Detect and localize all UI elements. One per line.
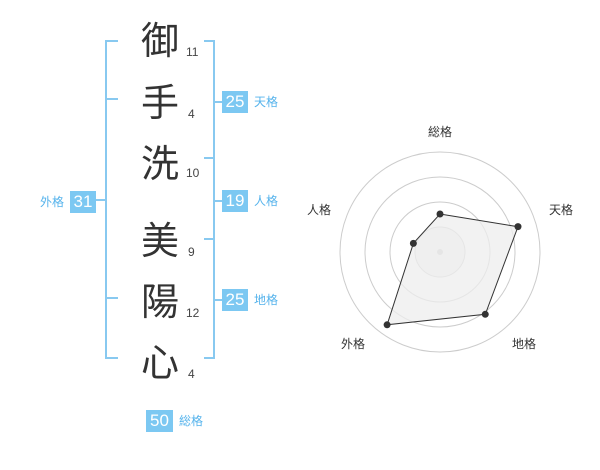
radar-point-1 (436, 210, 444, 218)
name-char-1: 御 (141, 19, 180, 63)
tenkaku-label: 天格 (254, 95, 279, 109)
stroke-count-1: 11 (186, 45, 199, 59)
name-char-2: 手 (141, 81, 180, 125)
stroke-count-6: 4 (188, 367, 195, 381)
soukaku-score: 50 (146, 410, 173, 432)
radar-ring (364, 176, 516, 328)
radar-point-4 (383, 321, 391, 329)
radar-point-5 (409, 239, 417, 247)
radar-point-3 (481, 310, 489, 318)
jinkaku-label: 人格 (254, 194, 279, 208)
gaikaku-score: 31 (70, 191, 96, 213)
chikaku-bracket (204, 238, 215, 359)
chikaku-label: 地格 (254, 293, 279, 307)
stroke-count-5: 12 (186, 306, 200, 320)
stroke-count-2: 4 (188, 107, 195, 121)
chikaku-score: 25 (222, 289, 248, 311)
radar-label-gaikaku: 外格 (341, 337, 366, 351)
stroke-count-3: 10 (186, 166, 200, 180)
radar-label-soukaku: 総格 (428, 125, 453, 139)
name-char-6: 心 (141, 341, 180, 385)
radar-label-tenkaku: 天格 (549, 203, 574, 217)
radar-ring (339, 151, 541, 353)
radar-polygon (386, 213, 519, 326)
radar-label-jinkaku: 人格 (307, 203, 332, 217)
gaikaku-label: 外格 (40, 195, 65, 209)
stroke-count-4: 9 (188, 245, 195, 259)
tenkaku-score: 25 (222, 91, 248, 113)
jinkaku-score: 19 (222, 190, 248, 212)
radar-point-2 (514, 223, 522, 231)
soukaku-label: 総格 (179, 414, 204, 428)
radar-label-chikaku: 地格 (512, 337, 537, 351)
name-char-5: 陽 (141, 280, 180, 324)
name-char-3: 洗 (141, 142, 180, 186)
name-char-4: 美 (141, 219, 180, 263)
